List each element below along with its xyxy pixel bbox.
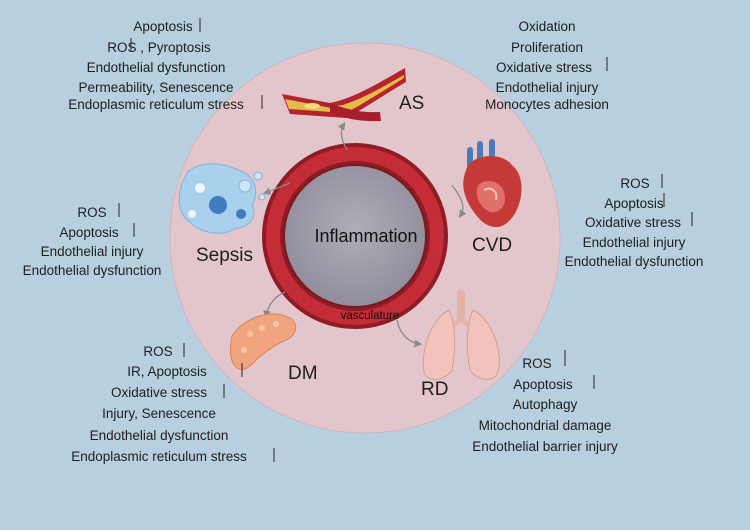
artery-icon [282, 68, 406, 122]
vessel-ring [262, 143, 448, 329]
cvd-top-effect: Endothelial injury [496, 80, 599, 95]
dm-effect: IR, Apoptosis [127, 364, 207, 379]
as-effect: ROS , Pyroptosis [107, 40, 211, 55]
center-label: Inflammation [314, 226, 417, 246]
sepsis-effect: ROS [77, 205, 106, 220]
sepsis-effect: Apoptosis [59, 225, 119, 240]
dm-effect: ROS [143, 344, 172, 359]
sepsis-effects-list: ROS Apoptosis Endothelial injury Endothe… [23, 205, 162, 278]
arrow-to-cvd [451, 184, 467, 218]
label-dm: DM [288, 363, 318, 384]
cvd-effect: Apoptosis [604, 196, 664, 211]
lungs-icon [422, 290, 500, 380]
cvd-effect: Endothelial injury [583, 235, 686, 250]
rd-effects-list: ROS Apoptosis Autophagy Mitochondrial da… [472, 356, 618, 454]
label-rd: RD [421, 379, 448, 400]
increase-arrows [118, 18, 693, 462]
label-sepsis: Sepsis [196, 245, 253, 266]
cvd-top-effect: Monocytes adhesion [485, 97, 609, 112]
arrow-to-sepsis [262, 182, 291, 195]
pancreas-icon [230, 313, 297, 370]
heart-icon [463, 139, 522, 228]
arrow-to-as [337, 122, 348, 151]
dm-effects-list: ROS IR, Apoptosis Oxidative stress Injur… [71, 344, 247, 464]
arrow-to-rd [396, 319, 423, 348]
vasculature-label: vasculature [341, 310, 400, 322]
rd-effect: Mitochondrial damage [479, 418, 612, 433]
cvd-effect: Oxidative stress [585, 215, 681, 230]
dm-effect: Endothelial dysfunction [90, 428, 229, 443]
as-effect: Endothelial dysfunction [87, 60, 226, 75]
as-effects-list: Apoptosis ROS , Pyroptosis Endothelial d… [68, 19, 244, 112]
cell-cluster-icon [178, 163, 266, 234]
label-as: AS [399, 93, 424, 114]
rd-effect: Autophagy [513, 397, 578, 412]
cvd-top-effect: Oxidative stress [496, 60, 592, 75]
cvd-top-effect: Proliferation [511, 40, 583, 55]
dm-effect: Injury, Senescence [102, 406, 216, 421]
rd-effect: ROS [522, 356, 551, 371]
connector-arrows [262, 122, 467, 348]
as-effect: Permeability, Senescence [78, 80, 233, 95]
dm-effect: Oxidative stress [111, 385, 207, 400]
sepsis-effect: Endothelial injury [41, 244, 144, 259]
as-effect: Endoplasmic reticulum stress [68, 97, 244, 112]
cvd-top-effect: Oxidation [518, 19, 575, 34]
as-effect: Apoptosis [133, 19, 193, 34]
rd-effect: Endothelial barrier injury [472, 439, 618, 454]
cvd-effect: ROS [620, 176, 649, 191]
cvd-top-effects-list: Oxidation Proliferation Oxidative stress… [485, 19, 609, 112]
cvd-effect: Endothelial dysfunction [565, 254, 704, 269]
sepsis-effect: Endothelial dysfunction [23, 263, 162, 278]
label-cvd: CVD [472, 235, 512, 256]
arrow-to-dm [263, 291, 286, 319]
dm-effect: Endoplasmic reticulum stress [71, 449, 247, 464]
rd-effect: Apoptosis [513, 377, 573, 392]
cvd-effects-list: ROS Apoptosis Oxidative stress Endotheli… [565, 176, 704, 269]
